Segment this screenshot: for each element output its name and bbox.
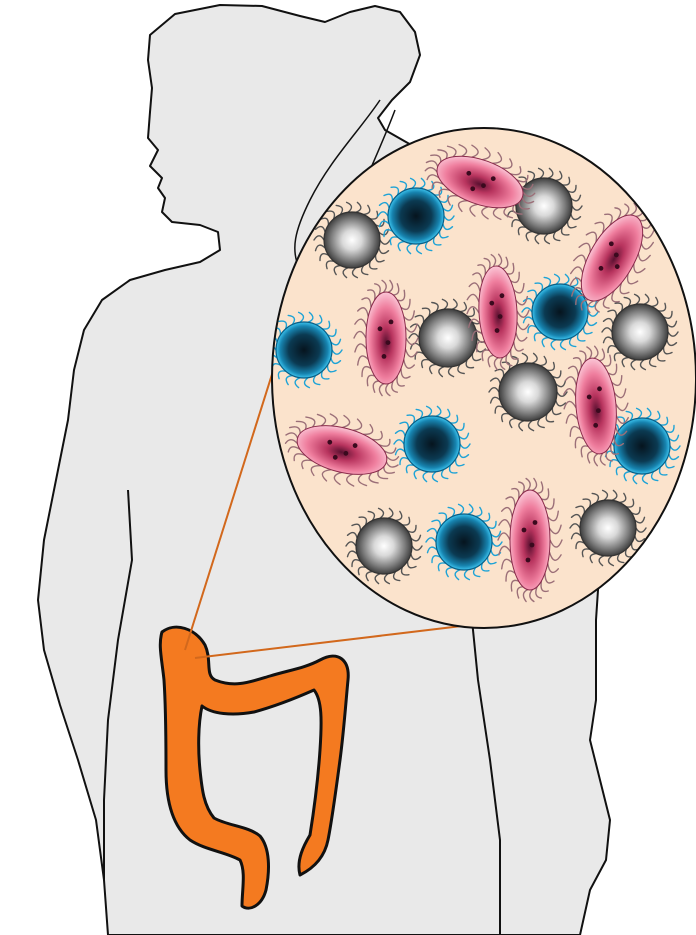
microbiome-illustration: [0, 0, 696, 935]
illustration-canvas: [0, 0, 696, 935]
